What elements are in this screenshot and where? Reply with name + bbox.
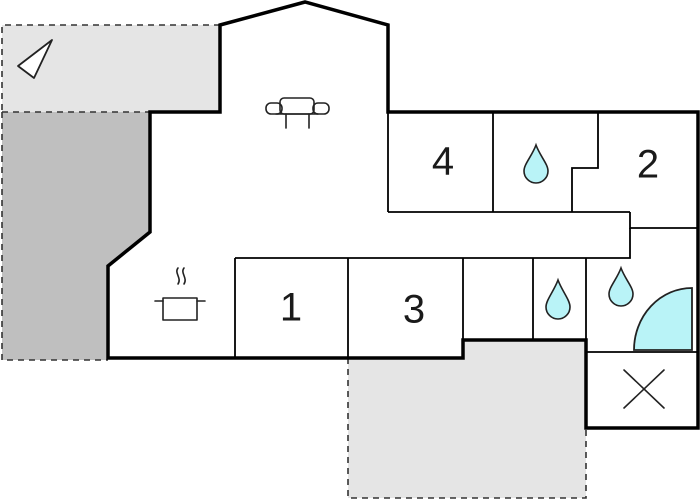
water-drop-icon (608, 265, 634, 307)
terrace-left (2, 112, 150, 360)
terrace-top-left-outline (1, 24, 220, 112)
water-drop-icon (523, 142, 549, 184)
cross-icon (623, 369, 665, 409)
shower-icon (633, 287, 693, 351)
terrace-bottom-outline (347, 358, 587, 499)
terrace-left-outline (1, 112, 108, 361)
cooking-pot-icon (154, 267, 206, 321)
terrace-bottom (348, 340, 586, 498)
room-label-2: 2 (637, 143, 659, 187)
north-arrow-icon (17, 39, 53, 79)
house-interior (108, 2, 698, 428)
room-label-1: 1 (280, 286, 302, 330)
outer-walls (106, 0, 700, 430)
room-label-4: 4 (432, 140, 454, 184)
terrace-top-left (2, 25, 220, 112)
water-drop-icon (545, 277, 571, 320)
sofa-icon (265, 97, 330, 129)
room-label-3: 3 (403, 288, 425, 332)
